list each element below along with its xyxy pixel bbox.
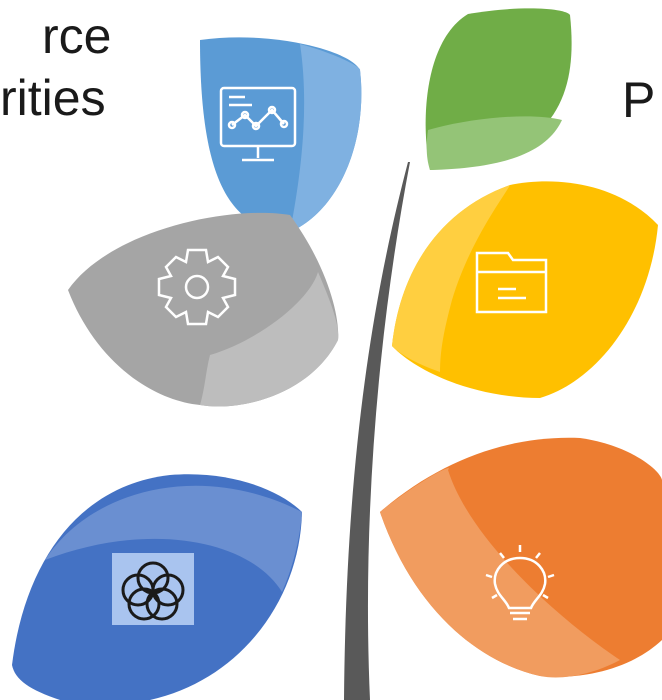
stem [344, 162, 410, 700]
title-fragment-line2: rities [0, 70, 106, 126]
lightbulb-icon [485, 545, 555, 621]
title-fragment-line1: rce [42, 8, 112, 64]
right-text-fragment: P [622, 72, 656, 128]
gear-icon [157, 248, 237, 326]
leaf-yellow [392, 181, 658, 398]
leaf-green [425, 8, 572, 171]
overlapping-circles-icon [112, 553, 194, 625]
leaf-blue-bottom [12, 474, 302, 700]
folder-icon [475, 251, 548, 314]
monitor-chart-icon [219, 86, 297, 162]
leaf-blue-top [200, 37, 362, 233]
leaf-gray [68, 212, 339, 407]
leaf-orange [380, 437, 662, 678]
